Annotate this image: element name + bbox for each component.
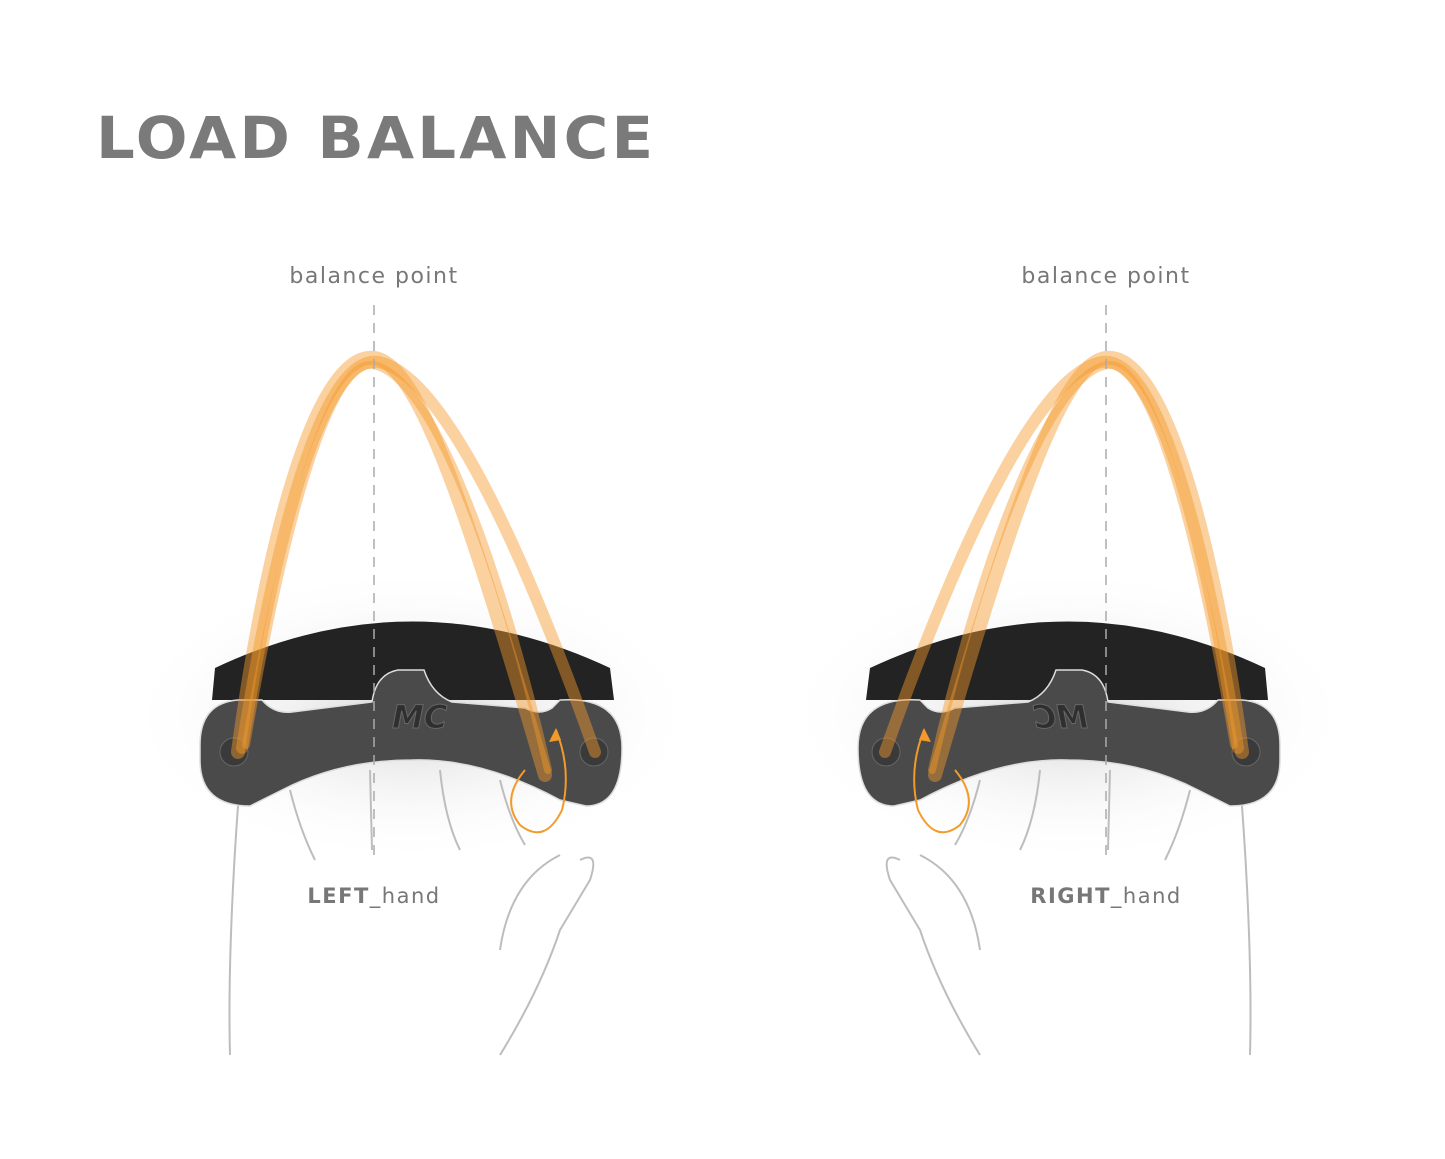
hand-label-bold: RIGHT <box>1030 884 1111 908</box>
page-title: LOAD BALANCE <box>96 104 657 172</box>
balance-point-label-left: balance point <box>289 264 459 289</box>
hand-label-rest: _hand <box>369 884 441 908</box>
left-hand-label: LEFT_hand <box>307 884 440 908</box>
hand-label-rest: _hand <box>1110 884 1182 908</box>
left-hand-device <box>122 358 702 1055</box>
right-hand-label: RIGHT_hand <box>1030 884 1181 908</box>
balance-point-label-right: balance point <box>1021 264 1191 289</box>
right-hand-device <box>778 358 1358 1055</box>
hand-label-bold: LEFT <box>307 884 370 908</box>
